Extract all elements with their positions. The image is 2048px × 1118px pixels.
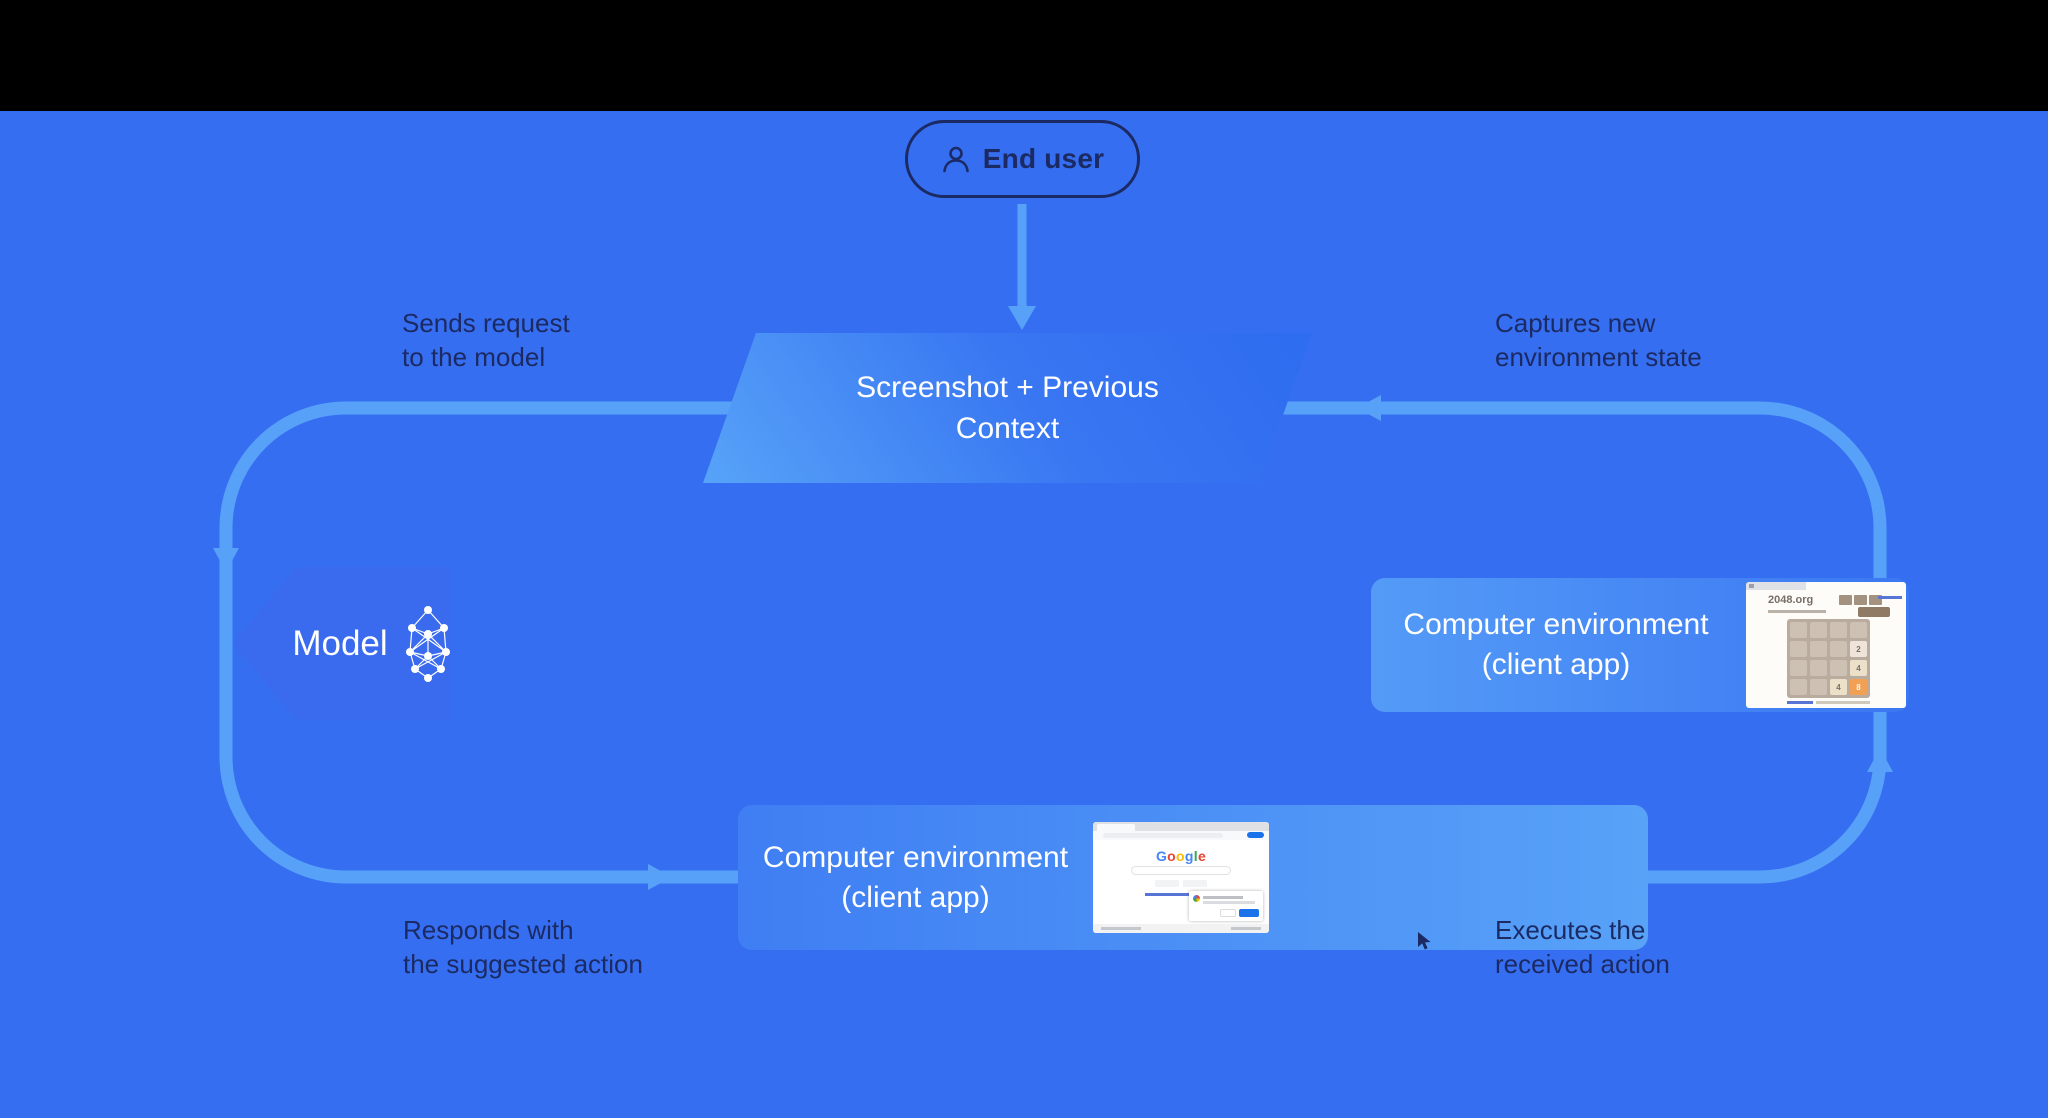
model-chevron-shape <box>236 567 452 720</box>
search-buttons <box>1155 880 1207 887</box>
model-chevron: Model <box>232 566 454 721</box>
context-line2: Context <box>955 412 1060 445</box>
person-icon <box>942 146 969 173</box>
tile: 2 <box>1850 641 1867 657</box>
neural-network-icon <box>405 605 450 682</box>
score-boxes <box>1839 595 1882 605</box>
google-logo: Google <box>1155 848 1207 864</box>
label-responds-action: Responds with the suggested action <box>403 915 643 979</box>
site-title-2048: 2048.org <box>1768 594 1814 606</box>
top-links <box>1878 596 1902 599</box>
label-sends-request: Sends request to the model <box>402 308 570 372</box>
footer-link <box>1787 701 1813 704</box>
dialog-secondary-button <box>1220 909 1236 917</box>
browser-tabbar <box>1093 822 1269 831</box>
new-game-button <box>1858 607 1890 617</box>
browser-tabbar <box>1746 582 1806 590</box>
arrowhead-down-icon <box>213 548 239 572</box>
tile: 4 <box>1850 660 1867 676</box>
env-right-line2: (client app) <box>1481 648 1631 681</box>
signin-dialog <box>1189 891 1263 921</box>
arrowhead-right-icon <box>648 864 672 890</box>
arrowhead-user-icon <box>1008 306 1036 330</box>
end-user-label: End user <box>982 143 1105 174</box>
subtitle-line <box>1768 610 1826 613</box>
cursor-click-icon <box>1418 932 1431 950</box>
page-footer <box>1093 924 1269 933</box>
browser-urlbar <box>1093 831 1269 840</box>
game-grid-2048: 2 4 4 8 <box>1787 619 1870 698</box>
label-executes-action: Executes the received action <box>1495 915 1670 979</box>
footer-text <box>1816 701 1870 704</box>
dialog-primary-button <box>1239 909 1259 917</box>
env-bottom-line2: (client app) <box>841 880 990 914</box>
arrowhead-left-icon <box>1357 395 1381 421</box>
screenshot-google: Google <box>1093 822 1269 933</box>
screenshot-2048: 2048.org 2 4 4 8 <box>1746 582 1906 708</box>
language-link <box>1145 893 1217 896</box>
search-box <box>1131 866 1231 875</box>
tile: 8 <box>1850 679 1867 695</box>
arrowhead-up-icon <box>1867 748 1893 772</box>
context-line1: Screenshot + Previous <box>856 371 1159 404</box>
screenshot-context-shape: Screenshot + Previous Context <box>703 333 1312 483</box>
env-card-bottom: Computer environment (client app) Google <box>738 805 1648 950</box>
label-captures-state: Captures new environment state <box>1495 308 1702 372</box>
google-g-icon <box>1193 895 1200 902</box>
env-right-line1: Computer environment <box>1403 608 1709 641</box>
env-bottom-line1: Computer environment <box>762 840 1069 874</box>
env-card-right: Computer environment (client app) 2048.o… <box>1371 578 1909 712</box>
tile: 4 <box>1830 679 1847 695</box>
model-label: Model <box>292 623 388 663</box>
end-user-pill: End user <box>905 120 1140 198</box>
loop-path <box>219 401 1887 884</box>
